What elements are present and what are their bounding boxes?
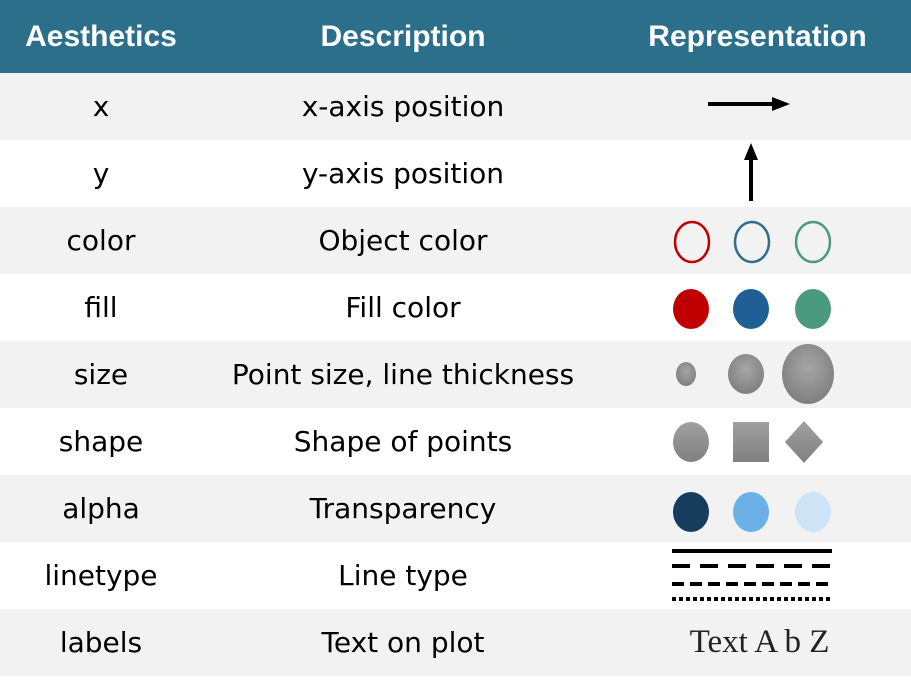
linetype-icon — [672, 549, 832, 601]
header-aesthetics: Aesthetics — [25, 19, 177, 53]
aesthetic-description: x-axis position — [301, 90, 505, 123]
aesthetic-description: Transparency — [309, 492, 497, 525]
table-row: labels Text on plot Text A b Z — [0, 609, 911, 676]
aesthetic-name: labels — [59, 626, 143, 659]
shape-icons — [673, 421, 823, 463]
header-representation: Representation — [648, 19, 867, 53]
filled-circles-icon — [673, 289, 831, 329]
table-row: shape Shape of points — [0, 408, 911, 475]
table-row: x x-axis position — [0, 73, 911, 140]
table-row: y y-axis position — [0, 140, 911, 207]
table-row: fill Fill color — [0, 274, 911, 341]
table-row: alpha Transparency — [0, 475, 911, 542]
outlined-circles-icon — [673, 220, 832, 264]
size-circles-icon — [676, 344, 834, 404]
table-row: color Object color — [0, 207, 911, 274]
aesthetic-description: Fill color — [345, 291, 461, 324]
table-header: Aesthetics Description Representation — [0, 0, 911, 73]
aesthetic-description: Object color — [318, 224, 488, 257]
aesthetic-name: fill — [84, 291, 118, 324]
aesthetic-name: linetype — [44, 559, 158, 592]
header-description: Description — [320, 19, 486, 53]
labels-example-text: Text A b Z — [689, 624, 830, 660]
aesthetic-description: Text on plot — [321, 626, 485, 659]
table-row: linetype Line type — [0, 542, 911, 609]
aesthetic-description: Shape of points — [293, 425, 513, 458]
aesthetic-description: y-axis position — [301, 157, 505, 190]
right-arrow-icon — [708, 97, 790, 111]
table-row: size Point size, line thickness — [0, 341, 911, 408]
aesthetic-name: y — [92, 157, 110, 190]
aesthetic-name: x — [92, 90, 110, 123]
alpha-circles-icon — [673, 492, 831, 532]
aesthetic-name: color — [66, 224, 136, 257]
aesthetic-name: shape — [58, 425, 144, 458]
aesthetic-name: size — [73, 358, 129, 391]
aesthetic-name: alpha — [62, 492, 140, 525]
up-arrow-icon — [744, 143, 758, 201]
aesthetic-description: Line type — [338, 559, 468, 592]
aesthetic-description: Point size, line thickness — [231, 358, 575, 391]
